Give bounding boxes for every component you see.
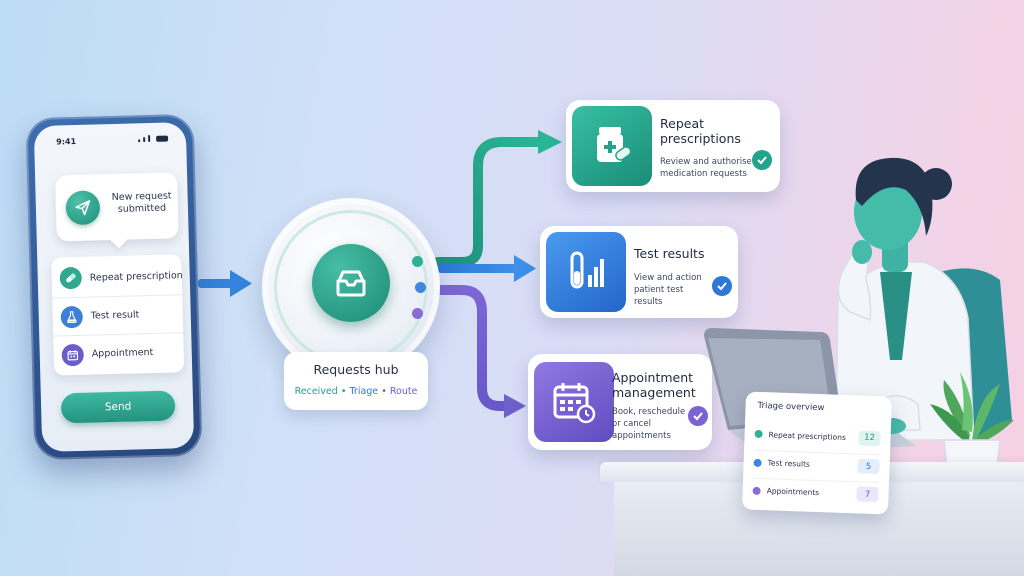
hub-step-triage: Triage (349, 386, 379, 397)
hub-output-dot-blue (415, 282, 426, 293)
triage-row-prescriptions: Repeat prescriptions 12 (754, 422, 881, 450)
triage-row-label: Test results (767, 458, 811, 469)
status-dot (753, 458, 762, 467)
triage-row-appointments: Appointments 7 (752, 477, 880, 507)
check-icon (688, 406, 708, 426)
flask-icon (60, 305, 84, 328)
hub-steps: Received • Triage • Route (284, 386, 428, 397)
hub-step-separator: • (381, 386, 387, 397)
request-option-appointment[interactable]: Appointment (53, 332, 185, 374)
test-tube-chart-icon (546, 232, 626, 312)
paper-plane-icon (65, 190, 101, 226)
hub-title: Requests hub (313, 362, 399, 377)
pill-icon (59, 266, 83, 290)
calendar-icon (61, 343, 85, 366)
status-dot (752, 486, 761, 495)
destination-title: Appointment management (612, 370, 696, 400)
clinician-hand (852, 240, 872, 264)
requests-hub-card: Requests hub Received • Triage • Route (284, 352, 428, 410)
inbox-tray-icon (312, 244, 390, 322)
request-option-test-result[interactable]: Test result (52, 294, 184, 336)
phone-screen: 9:41 New request submitted Repeat prescr… (33, 122, 195, 452)
status-dot (754, 429, 763, 439)
hub-output-dot-teal (412, 256, 423, 267)
hub-to-appointments-arrow (433, 285, 526, 418)
hub-to-prescriptions-arrow (433, 130, 562, 267)
request-option-prescription[interactable]: Repeat prescription (51, 256, 183, 297)
requests-hub-node (262, 198, 440, 376)
triage-row-label: Repeat prescriptions (768, 429, 847, 442)
request-type-list: Repeat prescription Test result Appointm… (51, 254, 185, 376)
check-icon (752, 150, 772, 170)
triage-row-test-results: Test results 5 (753, 449, 880, 479)
triage-row-count: 12 (858, 429, 881, 446)
triage-row-label: Appointments (766, 486, 820, 498)
clinician-hair-bun (920, 168, 952, 200)
destination-title: Repeat prescriptions (660, 116, 741, 146)
clinician-hair (855, 157, 933, 236)
destination-description: View and action patient test results (634, 273, 702, 307)
patient-phone: 9:41 New request submitted Repeat prescr… (25, 113, 203, 461)
triage-overview-card: Triage overview Repeat prescriptions 12 … (741, 391, 893, 515)
notification-bubble: New request submitted (55, 172, 179, 242)
hub-step-received: Received (294, 386, 338, 397)
test-results-card: Test results View and action patient tes… (540, 226, 738, 318)
hub-step-route: Route (389, 386, 418, 397)
check-icon (712, 276, 732, 296)
destination-title: Test results (634, 246, 705, 261)
appointment-management-card: Appointment management Book, reschedule … (528, 354, 712, 450)
hub-to-test-results-arrow (438, 255, 536, 282)
triage-row-count: 5 (857, 458, 880, 475)
medicine-bottle-icon (572, 106, 652, 186)
hub-step-separator: • (340, 386, 347, 397)
destination-description: Review and authorise medication requests (660, 157, 752, 179)
phone-to-hub-arrow (198, 270, 252, 297)
calendar-clock-icon (534, 362, 614, 442)
triage-row-count: 7 (856, 486, 879, 503)
triage-title: Triage overview (757, 400, 825, 414)
repeat-prescriptions-card: Repeat prescriptions Review and authoris… (566, 100, 780, 192)
clinician-scrubs (880, 272, 912, 360)
hub-output-dot-purple (412, 308, 423, 319)
destination-description: Book, reschedule or cancel appointments (612, 407, 686, 441)
